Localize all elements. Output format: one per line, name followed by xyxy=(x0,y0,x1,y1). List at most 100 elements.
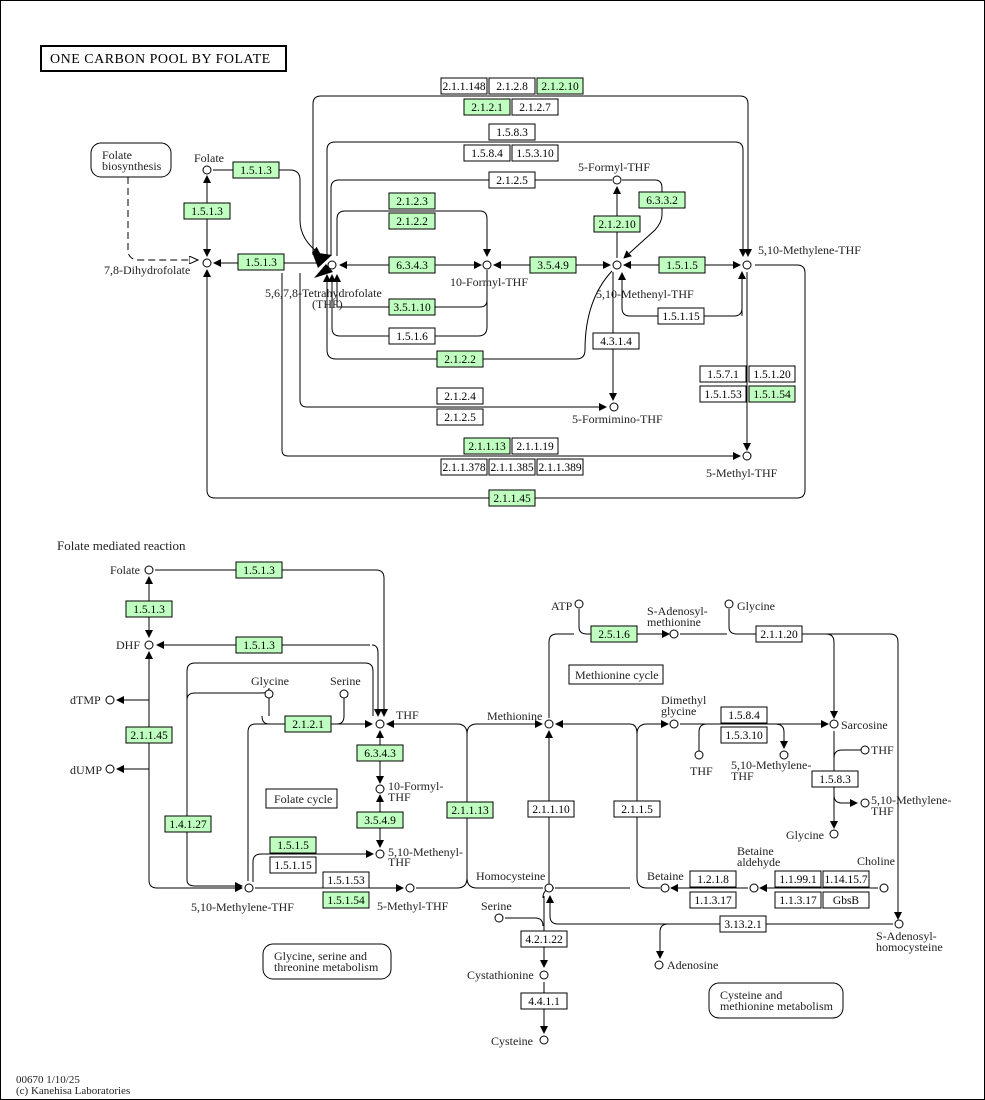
compound-node[interactable] xyxy=(749,883,759,893)
enzyme-box-2-1-2-3[interactable]: 2.1.2.3 xyxy=(388,192,436,210)
enzyme-box-2-1-2-1[interactable]: 2.1.2.1 xyxy=(463,98,511,116)
compound-betaine-aldehyde[interactable]: Betaine xyxy=(737,844,774,858)
compound-node[interactable] xyxy=(244,883,254,893)
enzyme-box-3-13-2-1[interactable]: 3.13.2.1 xyxy=(719,915,767,933)
compound-node[interactable] xyxy=(202,258,212,268)
compound-node[interactable] xyxy=(742,260,752,270)
compound-node[interactable] xyxy=(894,919,904,929)
compound-thf-r1[interactable]: THF xyxy=(690,764,713,778)
enzyme-box-2-1-2-10[interactable]: 2.1.2.10 xyxy=(593,215,641,233)
enzyme-box-1-5-7-1[interactable]: 1.5.7.1 xyxy=(699,365,747,383)
compound-glycine-r2[interactable]: Glycine xyxy=(786,828,824,842)
compound-node[interactable] xyxy=(105,764,115,774)
enzyme-box-2-1-1-20[interactable]: 2.1.1.20 xyxy=(755,625,803,643)
enzyme-box-1-5-1-54[interactable]: 1.5.1.54 xyxy=(748,385,796,403)
compound-serine[interactable]: Serine xyxy=(330,674,361,688)
enzyme-box-GbsB[interactable]: GbsB xyxy=(822,891,870,909)
enzyme-box-2-1-2-8[interactable]: 2.1.2.8 xyxy=(488,77,536,95)
compound-cysteine[interactable]: Cysteine xyxy=(491,1034,533,1048)
compound-5-methyl-thf[interactable]: 5-Methyl-THF xyxy=(706,466,778,480)
enzyme-box-1-5-1-5[interactable]: 1.5.1.5 xyxy=(269,836,317,854)
compound-methylene-thf-r2[interactable]: 5,10-Methylene- xyxy=(871,793,951,807)
compound-node[interactable] xyxy=(375,849,385,859)
enzyme-box-2-1-1-10[interactable]: 2.1.1.10 xyxy=(527,800,575,818)
enzyme-box-1-5-1-54[interactable]: 1.5.1.54 xyxy=(322,891,370,909)
enzyme-box-1-1-99-1[interactable]: 1.1.99.1 xyxy=(774,870,822,888)
enzyme-box-1-5-1-3[interactable]: 1.5.1.3 xyxy=(232,161,280,179)
enzyme-box-1-1-3-17[interactable]: 1.1.3.17 xyxy=(774,891,822,909)
enzyme-box-2-1-1-148[interactable]: 2.1.1.148 xyxy=(440,77,488,95)
enzyme-box-1-5-3-10[interactable]: 1.5.3.10 xyxy=(511,144,559,162)
compound-dihydrofolate[interactable]: 7,8-Dihydrofolate xyxy=(104,263,190,277)
compound-node[interactable] xyxy=(482,260,492,270)
compound-dhf[interactable]: DHF xyxy=(116,638,140,652)
enzyme-box-1-5-1-3[interactable]: 1.5.1.3 xyxy=(125,600,173,618)
compound-dtmp[interactable]: dTMP xyxy=(70,693,101,707)
enzyme-box-1-5-1-15[interactable]: 1.5.1.15 xyxy=(657,307,705,325)
compound-node[interactable] xyxy=(375,719,385,729)
enzyme-box-2-1-2-2[interactable]: 2.1.2.2 xyxy=(436,350,484,368)
compound-choline[interactable]: Choline xyxy=(857,854,895,868)
compound-node[interactable] xyxy=(829,829,839,839)
compound-node[interactable] xyxy=(144,640,154,650)
enzyme-box-2-1-1-19[interactable]: 2.1.1.19 xyxy=(511,437,559,455)
compound-methylene-thf-r1[interactable]: 5,10-Methylene- xyxy=(731,758,811,772)
map-link-folate-biosynthesis[interactable]: Folate biosynthesis xyxy=(90,142,172,178)
compound-5-formimino-thf[interactable]: 5-Formimino-THF xyxy=(572,412,663,426)
enzyme-box-2-5-1-6[interactable]: 2.5.1.6 xyxy=(590,625,638,643)
compound-dimethylglycine[interactable]: Dimethyl xyxy=(661,693,707,707)
compound-node[interactable] xyxy=(742,451,752,461)
enzyme-box-3-5-4-9[interactable]: 3.5.4.9 xyxy=(356,811,404,829)
compound-node[interactable] xyxy=(860,798,870,808)
compound-node[interactable] xyxy=(264,689,274,699)
enzyme-box-2-1-1-45[interactable]: 2.1.1.45 xyxy=(488,489,536,507)
enzyme-box-1-4-1-27[interactable]: 1.4.1.27 xyxy=(164,815,212,833)
compound-node[interactable] xyxy=(694,750,704,760)
enzyme-box-1-5-1-15[interactable]: 1.5.1.15 xyxy=(269,856,317,874)
compound-node[interactable] xyxy=(327,260,337,270)
compound-node[interactable] xyxy=(654,960,664,970)
enzyme-box-2-1-1-13[interactable]: 2.1.1.13 xyxy=(463,437,511,455)
compound-methionine[interactable]: Methionine xyxy=(487,709,542,723)
compound-node[interactable] xyxy=(494,913,504,923)
compound-thf-r2[interactable]: THF xyxy=(871,743,894,757)
compound-5-10-methylene-thf-b[interactable]: 5,10-Methylene-THF xyxy=(191,900,294,914)
enzyme-box-2-1-2-5[interactable]: 2.1.2.5 xyxy=(488,171,536,189)
compound-5-methyl-thf-b[interactable]: 5-Methyl-THF xyxy=(377,899,449,913)
compound-node[interactable] xyxy=(860,745,870,755)
enzyme-box-1-5-8-4[interactable]: 1.5.8.4 xyxy=(463,144,511,162)
enzyme-box-2-1-2-1[interactable]: 2.1.2.1 xyxy=(284,715,332,733)
compound-5-10-methylene-thf[interactable]: 5,10-Methylene-THF xyxy=(758,243,861,257)
enzyme-box-2-1-1-45[interactable]: 2.1.1.45 xyxy=(125,726,173,744)
compound-betaine[interactable]: Betaine xyxy=(647,869,684,883)
compound-node[interactable] xyxy=(609,402,619,412)
compound-node[interactable] xyxy=(612,175,622,185)
compound-atp[interactable]: ATP xyxy=(551,599,573,613)
enzyme-box-6-3-4-3[interactable]: 6.3.4.3 xyxy=(356,744,404,762)
compound-node[interactable] xyxy=(879,883,889,893)
enzyme-box-1-5-8-4[interactable]: 1.5.8.4 xyxy=(720,706,768,724)
compound-node[interactable] xyxy=(539,970,549,980)
compound-node[interactable] xyxy=(339,689,349,699)
compound-folate-b[interactable]: Folate xyxy=(110,563,140,577)
enzyme-box-1-5-8-3[interactable]: 1.5.8.3 xyxy=(811,770,859,788)
enzyme-box-1-14-15-7[interactable]: 1.14.15.7 xyxy=(822,870,870,888)
enzyme-box-1-5-3-10[interactable]: 1.5.3.10 xyxy=(720,726,768,744)
compound-node[interactable] xyxy=(544,883,554,893)
compound-sarcosine[interactable]: Sarcosine xyxy=(841,718,888,732)
compound-node[interactable] xyxy=(829,719,839,729)
compound-node[interactable] xyxy=(669,719,679,729)
enzyme-box-1-5-1-3[interactable]: 1.5.1.3 xyxy=(237,253,285,271)
enzyme-box-2-1-1-378[interactable]: 2.1.1.378 xyxy=(440,458,488,476)
compound-glycine[interactable]: Glycine xyxy=(251,674,289,688)
compound-s-adenosylhomocysteine[interactable]: S-Adenosyl- xyxy=(876,929,937,943)
enzyme-box-3-5-1-10[interactable]: 3.5.1.10 xyxy=(388,298,436,316)
enzyme-box-2-1-2-5[interactable]: 2.1.2.5 xyxy=(436,408,484,426)
enzyme-box-2-1-2-4[interactable]: 2.1.2.4 xyxy=(436,387,484,405)
compound-s-adenosylmethionine[interactable]: S-Adenosyl- xyxy=(647,604,708,618)
compound-node[interactable] xyxy=(779,750,789,760)
map-link-glycine-serine-threonine[interactable]: Glycine, serine and threonine metabolism xyxy=(262,943,392,980)
compound-node[interactable] xyxy=(144,565,154,575)
compound-node[interactable] xyxy=(669,629,679,639)
enzyme-box-1-5-1-53[interactable]: 1.5.1.53 xyxy=(322,871,370,889)
